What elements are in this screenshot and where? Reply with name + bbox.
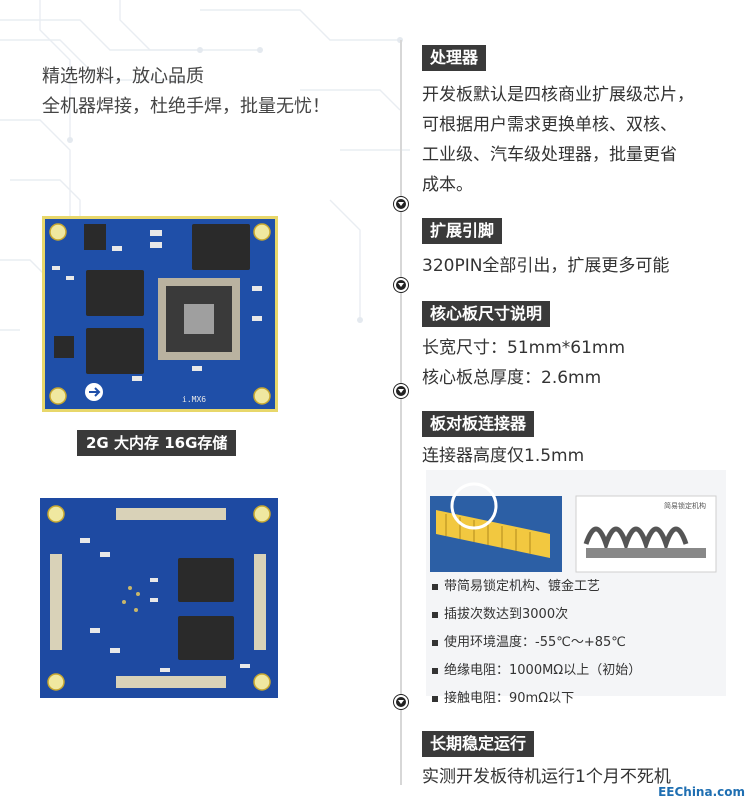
core-board-front-image: i.MX6 xyxy=(42,216,278,412)
list-item: 使用环境温度：-55℃～+85℃ xyxy=(432,629,641,657)
section-text-processor: 开发板默认是四核商业扩展级芯片， 可根据用户需求更换单核、双核、 工业级、汽车级… xyxy=(422,80,694,200)
feature-text: 插拔次数达到3000次 xyxy=(444,607,569,622)
timeline-dot xyxy=(394,695,408,709)
feature-text: 带简易锁定机构、镀金工艺 xyxy=(444,579,601,594)
text-line: 可根据用户需求更换单核、双核、 xyxy=(422,115,677,135)
section-text-size: 长宽尺寸：51mm*61mm 核心板总厚度：2.6mm xyxy=(422,333,625,393)
section-text-expansion: 320PIN全部引出，扩展更多可能 xyxy=(422,251,669,281)
section-title-processor: 处理器 xyxy=(422,45,487,71)
feature-text: 使用环境温度：-55℃～+85℃ xyxy=(444,635,626,650)
lock-mechanism-label: 简易锁定机构 xyxy=(664,501,706,510)
text-line: 核心板总厚度：2.6mm xyxy=(422,368,602,388)
memory-caption: 2G 大内存 16G存储 xyxy=(77,430,237,456)
feature-text: 接触电阻：90mΩ以下 xyxy=(444,691,575,706)
connector-feature-list: 带简易锁定机构、镀金工艺 插拔次数达到3000次 使用环境温度：-55℃～+85… xyxy=(432,573,641,713)
tagline-line-2: 全机器焊接，杜绝手焊，批量无忧！ xyxy=(42,96,330,117)
section-text-connector: 连接器高度仅1.5mm xyxy=(422,441,584,471)
text-line: 成本。 xyxy=(422,175,473,195)
section-title-size: 核心板尺寸说明 xyxy=(422,301,551,327)
text-line: 320PIN全部引出，扩展更多可能 xyxy=(422,256,670,276)
text-line: 实测开发板待机运行1个月不死机 xyxy=(422,767,671,787)
timeline-dot xyxy=(394,278,408,292)
list-item: 绝缘电阻：1000MΩ以上（初始） xyxy=(432,657,641,685)
list-item: 插拔次数达到3000次 xyxy=(432,601,641,629)
section-text-stability: 实测开发板待机运行1个月不死机 xyxy=(422,762,671,792)
timeline-dot xyxy=(394,197,408,211)
tagline: 精选物料，放心品质 全机器焊接，杜绝手焊，批量无忧！ xyxy=(42,62,330,122)
connector-diagram: 简易锁定机构 xyxy=(426,470,726,696)
text-line: 连接器高度仅1.5mm xyxy=(422,446,585,466)
text-line: 长宽尺寸：51mm*61mm xyxy=(422,338,626,358)
feature-text: 绝缘电阻：1000MΩ以上（初始） xyxy=(444,663,642,678)
section-title-stability: 长期稳定运行 xyxy=(422,731,535,757)
timeline-dot xyxy=(394,384,408,398)
list-item: 带简易锁定机构、镀金工艺 xyxy=(432,573,641,601)
text-line: 工业级、汽车级处理器，批量更省 xyxy=(422,145,677,165)
list-item: 接触电阻：90mΩ以下 xyxy=(432,685,641,713)
core-board-back-image xyxy=(40,498,278,698)
tagline-line-1: 精选物料，放心品质 xyxy=(42,66,204,87)
board-silkscreen: i.MX6 xyxy=(182,395,206,404)
text-line: 开发板默认是四核商业扩展级芯片， xyxy=(422,85,694,105)
section-title-expansion: 扩展引脚 xyxy=(422,218,503,244)
watermark: EEChina.com xyxy=(658,785,745,799)
timeline-line xyxy=(400,40,402,785)
section-title-connector: 板对板连接器 xyxy=(422,411,535,437)
